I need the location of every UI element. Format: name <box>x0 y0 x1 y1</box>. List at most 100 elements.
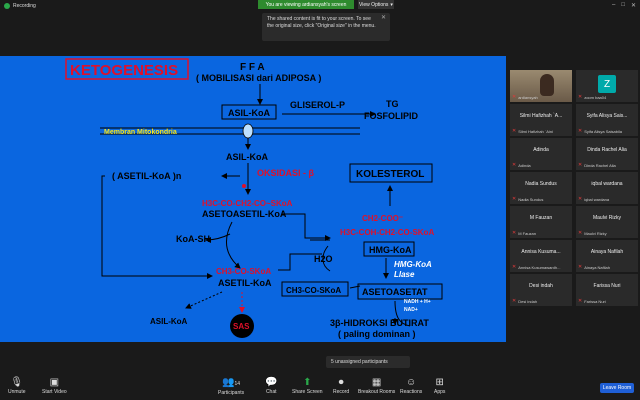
participant-name: iqbal wardana <box>591 181 623 187</box>
mic-muted-icon: ✕ <box>578 298 583 304</box>
participant-label: ✕iqbal wardana <box>578 196 610 202</box>
participant-name: Annisa Kusuma... <box>521 249 561 255</box>
chat-button[interactable]: 💬Chat <box>265 377 277 395</box>
participant-name: M Fauzan <box>529 215 553 221</box>
minimize-icon[interactable]: – <box>612 2 616 8</box>
participant-label: ✕ardiansyah <box>512 94 538 100</box>
start-video-label: Start Video <box>42 389 67 395</box>
participant-tile[interactable]: Adinda✕Adinda <box>510 138 572 170</box>
participant-tile[interactable]: Ainaya Nafilah ✕Ainaya Nafilah <box>576 240 638 272</box>
fosfolipid-text: FOSFOLIPID <box>364 111 419 121</box>
sas-circle <box>230 314 254 338</box>
participant-label: ✕Dinda Rachel Alia <box>578 162 616 168</box>
participants-count: 14 <box>234 381 241 387</box>
participant-tile[interactable]: Farissa Nuri✕Farissa Nuri <box>576 274 638 306</box>
record-button[interactable]: ⏺Record <box>333 377 349 395</box>
ketogenesis-diagram: KETOGENESIS F F A ( MOBILISASI dari ADIP… <box>65 58 443 339</box>
participant-label: ✕Silmi Hafizhah `Aini <box>512 128 553 134</box>
participant-name: Farissa Nuri <box>593 283 621 289</box>
top-bar: Recording You are viewing ardiansyah's s… <box>0 0 640 12</box>
video-feed <box>540 74 554 96</box>
avatar: Z <box>598 75 616 93</box>
apps-button[interactable]: ⊞Apps <box>434 377 445 395</box>
dominan-text: ( paling dominan ) <box>338 329 416 339</box>
participant-tile[interactable]: Annisa Kusuma...✕Annisa Kusumawardh... <box>510 240 572 272</box>
tooltip-text: The shared content is fit to your screen… <box>267 16 376 29</box>
ffa-text: F F A <box>240 62 265 73</box>
participant-label: ✕zoom baa04 <box>578 94 607 100</box>
participant-name: Desi indah <box>529 283 553 289</box>
participant-tile[interactable]: Dinda Rachel Alia ✕Dinda Rachel Alia <box>576 138 638 170</box>
participants-icon: 👥14 <box>222 377 241 388</box>
mic-muted-icon: ✕ <box>578 94 583 100</box>
mic-muted-icon: ✕ <box>512 196 517 202</box>
recording-label: Recording <box>13 3 36 9</box>
participant-tile[interactable]: Desi indah ✕Desi indah <box>510 274 572 306</box>
reactions-icon: ☺ <box>406 377 417 388</box>
participant-tile[interactable]: Z ✕zoom baa04 <box>576 70 638 102</box>
start-video-button[interactable]: ▣Start Video <box>42 377 67 395</box>
nadh-text: NADH + H+ <box>404 299 431 305</box>
participant-tile[interactable]: M Fauzan✕M Fauzan <box>510 206 572 238</box>
ch3co-skoa-text: CH3-CO-SKoA <box>216 267 271 276</box>
unmute-button[interactable]: 🎙Unmute <box>8 377 26 395</box>
participant-name: Ainaya Nafilah <box>590 249 624 255</box>
participant-label: ✕Desi indah <box>512 298 538 304</box>
share-screen-button[interactable]: ⬆Share Screen <box>292 377 323 395</box>
asil-koa-text: ASIL-KoA <box>226 152 268 162</box>
close-icon[interactable]: ✕ <box>630 3 636 9</box>
asil-koa-bottom-text: ASIL-KoA <box>150 317 188 326</box>
participant-name: Silmi Hafizhah `A... <box>519 113 563 119</box>
recording-indicator[interactable]: Recording <box>4 3 36 9</box>
mic-muted-icon: ✕ <box>512 162 517 168</box>
asetil-koa-n-text: ( ASETIL-KoA )n <box>112 171 181 181</box>
view-options-label: View Options <box>359 1 389 8</box>
participant-name: Maulvi Rizky <box>592 215 622 221</box>
slide-title: KETOGENESIS <box>70 62 178 79</box>
oksidasi-text: OKSIDASI - β <box>257 168 315 178</box>
kolesterol-text: KOLESTEROL <box>356 169 424 180</box>
mic-muted-icon: ✕ <box>512 298 517 304</box>
apps-icon: ⊞ <box>435 377 444 388</box>
nad-text: NAD+ <box>404 307 418 313</box>
breakout-label: Breakout Rooms <box>358 389 396 395</box>
participant-label: ✕Ainaya Nafilah <box>578 264 610 270</box>
unassigned-participants[interactable]: 5 unassigned participants <box>326 356 410 368</box>
hmg-koa-liase-text: HMG-KoA <box>394 260 432 269</box>
participant-name: Dinda Rachel Alia <box>587 147 627 153</box>
viewing-banner: You are viewing ardiansyah's screen <box>258 0 354 9</box>
participants-label: Participants <box>218 390 245 396</box>
participant-label: ✕Nadia Sundus <box>512 196 544 202</box>
participant-tile[interactable]: Maulvi Rizky ✕Maulvi Rizky <box>576 206 638 238</box>
participant-name: Syifa Alisya Sais... <box>586 113 628 119</box>
participant-tile[interactable]: iqbal wardana ✕iqbal wardana <box>576 172 638 204</box>
mic-muted-icon: ✕ <box>578 162 583 168</box>
participant-tile[interactable]: Nadia Sundus✕Nadia Sundus <box>510 172 572 204</box>
liase-text: Llase <box>394 270 415 279</box>
tooltip-close-icon[interactable]: ✕ <box>380 15 386 21</box>
unmute-label: Unmute <box>8 389 26 395</box>
share-screen-label: Share Screen <box>292 389 323 395</box>
participant-label: ✕Maulvi Rizky <box>578 230 607 236</box>
leave-room-button[interactable]: Leave Room <box>600 383 634 393</box>
view-options-button[interactable]: View Options ▾ <box>358 0 394 9</box>
record-label: Record <box>333 389 350 395</box>
mic-muted-icon: ✕ <box>512 94 517 100</box>
participant-tile[interactable]: Silmi Hafizhah `A... ✕Silmi Hafizhah `Ain… <box>510 104 572 136</box>
hmg-koa-box-text: HMG-KoA <box>369 245 412 255</box>
video-off-icon: ▣ <box>49 377 60 388</box>
asetoasetil-text: ASETOASETIL-KoA <box>202 209 287 219</box>
reactions-button[interactable]: ☺Reactions <box>400 377 422 395</box>
asetil-koa-text: ASETIL-KoA <box>218 278 272 288</box>
maximize-icon[interactable]: □ <box>621 2 625 8</box>
participant-tile[interactable]: Syifa Alisya Sais...✕Syifa Alisya Saisab… <box>576 104 638 136</box>
participant-tile[interactable]: ✕ardiansyah <box>510 70 572 102</box>
sas-text: SAS <box>233 322 250 331</box>
recording-dot-icon <box>4 3 10 9</box>
mic-muted-icon: ✕ <box>578 128 583 134</box>
breakout-rooms-button[interactable]: ▦Breakout Rooms <box>358 377 395 395</box>
h3c-chain-text: H3C-CO-CH2-CO~SKoA <box>202 199 293 208</box>
ch3co-skoa-box-text: CH3-CO-SKoA <box>286 286 341 295</box>
